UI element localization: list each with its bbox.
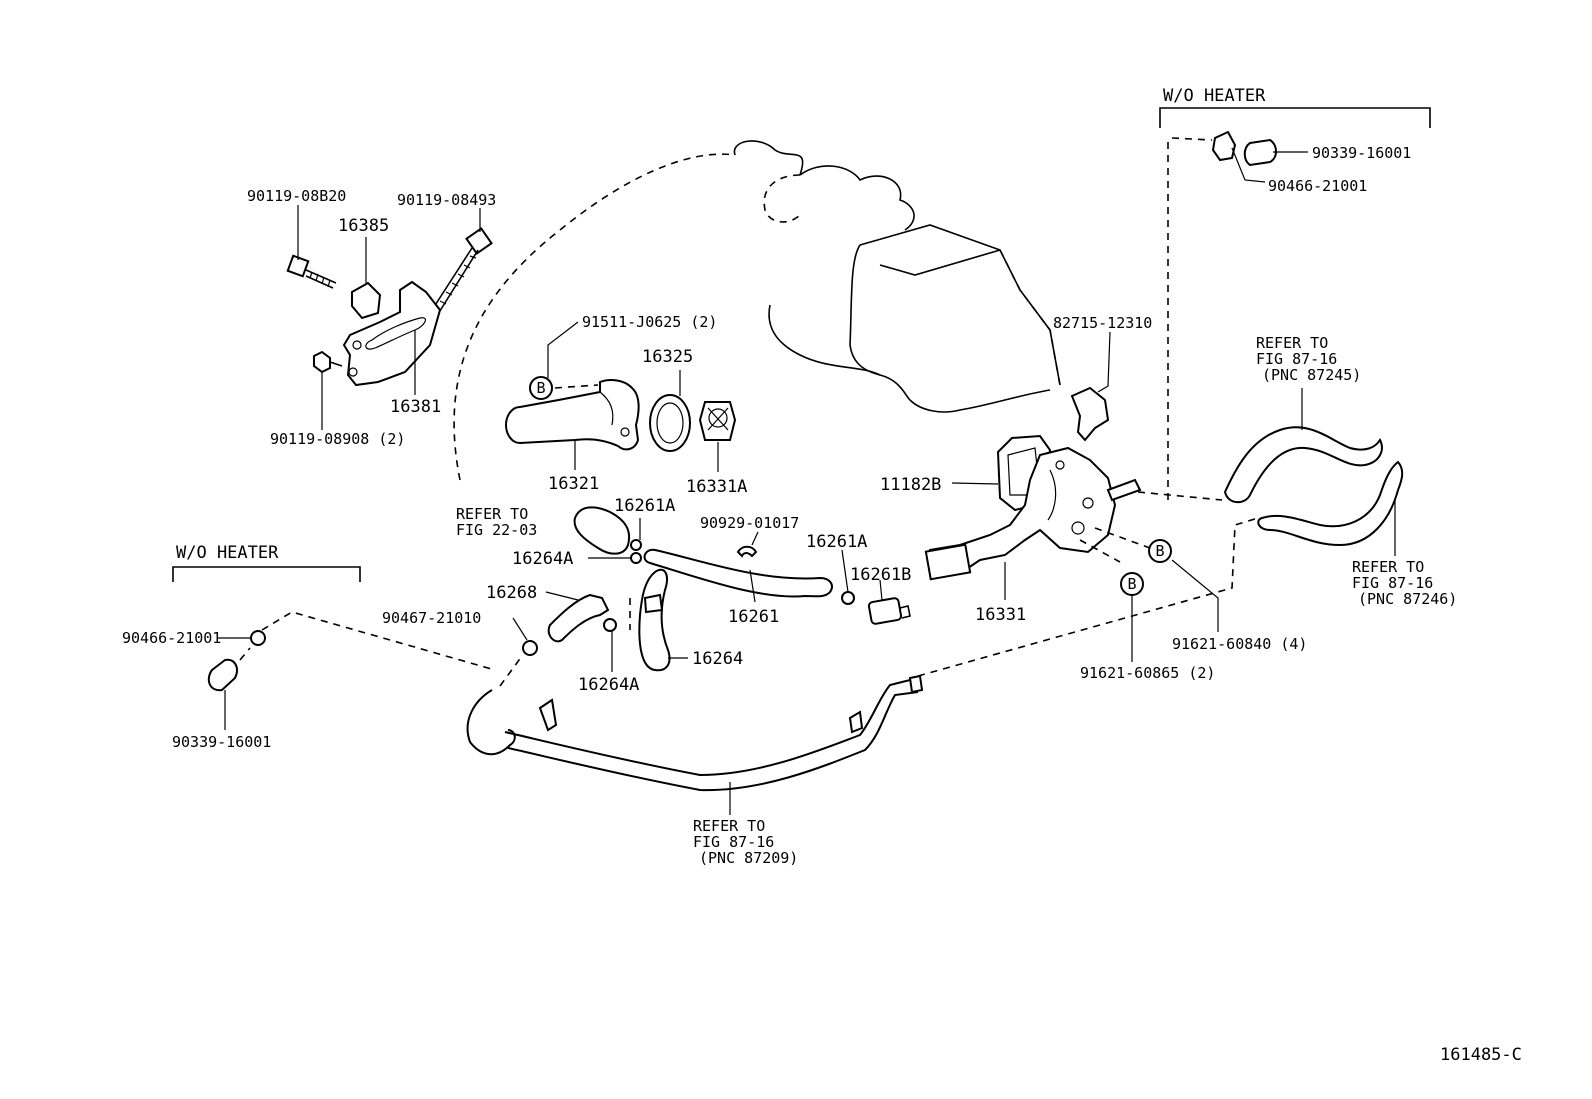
callout-b-3: B [1120,572,1144,596]
clamp-16264a-1 [630,552,642,564]
heater-pipe-87209 [466,491,1259,792]
label-16261b: 16261B [850,565,911,585]
right-hoses [1223,426,1404,547]
label-90466-21001-left: 90466-21001 [122,629,221,647]
label-16261a-1: 16261A [614,496,675,516]
label-16321: 16321 [548,474,599,494]
long-bolt-90119-08493 [431,227,493,315]
svg-text:B: B [536,379,545,397]
label-refer-87246: REFER TO FIG 87-16 (PNC 87246) [1352,558,1457,608]
label-90119-08493: 90119-08493 [397,191,496,209]
engine-outline [453,140,1061,481]
label-refer-87209: REFER TO FIG 87-16 (PNC 87209) [693,817,798,867]
label-16325: 16325 [642,347,693,367]
label-refer-2203: REFER TO FIG 22-03 [456,505,537,539]
water-outlet-16321 [505,379,640,451]
label-16268: 16268 [486,583,537,603]
label-16331: 16331 [975,605,1026,625]
bypass-hose-16261 [643,548,833,598]
svg-text:REFER TO: REFER TO [1256,334,1328,352]
callout-b-2: B [1148,539,1172,563]
pipe-16268 [547,593,610,643]
label-diagram-id: 161485-C [1440,1045,1522,1065]
label-16264: 16264 [692,649,743,669]
label-wo-heater-right: W/O HEATER [1163,86,1266,106]
label-16261a-2: 16261A [806,532,867,552]
label-90339-16001-left: 90339-16001 [172,733,271,751]
middle-hose-group [522,506,911,672]
water-inlet-16331 [924,446,1142,581]
part-labels: W/O HEATER 90339-16001 90466-21001 90119… [122,86,1522,1065]
label-wo-heater-left: W/O HEATER [176,543,279,563]
leader-lines [218,147,1396,815]
label-90467-21010: 90467-21010 [382,609,481,627]
wo-heater-right-group [1159,107,1431,500]
label-16385: 16385 [338,216,389,236]
water-inlet-group [924,386,1142,581]
callout-b-1: B [529,376,553,400]
clamp-16261a-2 [841,591,855,605]
pipe-16261b [867,597,911,625]
label-refer-87245: REFER TO FIG 87-16 (PNC 87245) [1256,334,1361,384]
label-91621-60840: 91621-60840 (4) [1172,635,1307,653]
label-90119-08b20: 90119-08B20 [247,187,346,205]
gasket-16325 [649,394,691,452]
svg-text:B: B [1127,575,1136,593]
svg-text:(PNC 87245): (PNC 87245) [1262,366,1361,384]
svg-text:FIG 87-16: FIG 87-16 [1352,574,1433,592]
hose-87245 [1223,426,1383,504]
bracket-82715-12310 [1070,386,1110,442]
svg-text:REFER TO: REFER TO [1352,558,1424,576]
label-82715-12310: 82715-12310 [1053,314,1152,332]
svg-text:FIG 87-16: FIG 87-16 [693,833,774,851]
svg-text:B: B [1155,542,1164,560]
label-90466-21001-right: 90466-21001 [1268,177,1367,195]
label-16381: 16381 [390,397,441,417]
label-90119-08908: 90119-08908 (2) [270,430,405,448]
label-91511-j0625: 91511-J0625 (2) [582,313,717,331]
clamp-16264a-2 [603,618,617,632]
bracket-group [286,227,493,387]
label-11182b: 11182B [880,475,941,495]
water-outlet-group [505,379,737,452]
svg-text:FIG 87-16: FIG 87-16 [1256,350,1337,368]
svg-text:REFER TO: REFER TO [456,505,528,523]
nut-16385 [351,281,382,320]
wo-heater-left-group [172,566,496,692]
svg-text:(PNC 87246): (PNC 87246) [1358,590,1457,608]
clamp-16261a-1 [630,539,642,551]
svg-text:FIG 22-03: FIG 22-03 [456,521,537,539]
hose-16264 [638,568,671,672]
clamp-90467-21010 [522,640,538,656]
bolt-90119-08908 [313,350,343,374]
hose-87246 [1257,460,1404,547]
label-16331a: 16331A [686,477,747,497]
svg-text:REFER TO: REFER TO [693,817,765,835]
refer-2203-part [573,506,630,555]
label-90339-16001-right: 90339-16001 [1312,144,1411,162]
bolt-90119-08b20 [286,254,337,289]
label-16264a-2: 16264A [578,675,639,695]
svg-text:(PNC 87209): (PNC 87209) [699,849,798,867]
label-91621-60865: 91621-60865 (2) [1080,664,1215,682]
thermostat-16331a [698,401,737,441]
clamp-90929-01017 [736,545,758,558]
label-16261: 16261 [728,607,779,627]
label-90929-01017: 90929-01017 [700,514,799,532]
label-16264a-1: 16264A [512,549,573,569]
